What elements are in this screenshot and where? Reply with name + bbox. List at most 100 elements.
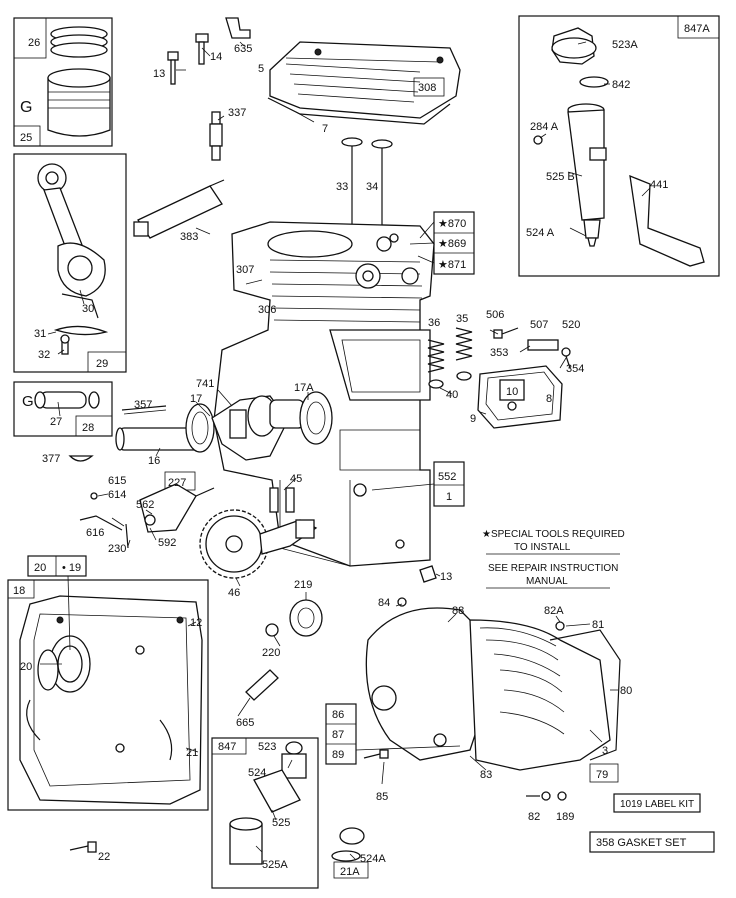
callout-28: 28 <box>82 422 94 434</box>
callout-354: 354 <box>566 363 584 375</box>
piston-rings <box>50 26 108 58</box>
callout-523A: 523A <box>612 39 638 51</box>
callout-25: 25 <box>20 132 32 144</box>
callout-26: 26 <box>28 37 40 49</box>
callout-G2: G <box>22 393 34 410</box>
callout-19: • 19 <box>62 562 81 574</box>
oil-cap-524A <box>331 827 365 862</box>
callout-842: 842 <box>612 79 630 91</box>
callout-8: 8 <box>546 393 552 405</box>
box-18 <box>7 579 35 599</box>
callout-615: 615 <box>108 475 126 487</box>
callout-871: ★871 <box>438 259 466 271</box>
governor-linkage <box>79 483 215 549</box>
callout-507: 507 <box>530 319 548 331</box>
callout-86: 86 <box>332 709 344 721</box>
callout-81: 81 <box>592 619 604 631</box>
callout-230: 230 <box>108 543 126 555</box>
gasket-set: 358 GASKET SET <box>596 837 687 849</box>
governor-gear <box>265 599 323 637</box>
callout-383: 383 <box>180 231 198 243</box>
callout-83: 83 <box>480 769 492 781</box>
tappet <box>269 487 279 513</box>
callout-10: 10 <box>506 386 518 398</box>
callout-88: 88 <box>452 605 464 617</box>
cylinder-head <box>267 41 461 125</box>
callout-82A: 82A <box>544 605 564 617</box>
callout-22: 22 <box>98 851 110 863</box>
special-tools-line2: TO INSTALL <box>514 542 571 553</box>
box-label-kit <box>613 793 701 813</box>
callout-523: 523 <box>258 741 276 753</box>
callout-525B: 525 B <box>546 171 575 183</box>
callout-525: 525 <box>272 817 290 829</box>
callout-40: 40 <box>446 389 458 401</box>
callout-5: 5 <box>258 63 264 75</box>
box-oil-fill-kit <box>211 737 319 889</box>
box-dipstick-kit <box>518 15 720 277</box>
callout-labels: 26 G 25 13 14 635 5 308 7 337 30 31 32 2… <box>13 23 710 878</box>
label-kit: 1019 LABEL KIT <box>620 799 694 810</box>
box-crankcase-cover <box>7 579 209 811</box>
bolt-22 <box>69 845 89 851</box>
callout-308: 308 <box>418 82 436 94</box>
crankcase-cover <box>19 595 203 805</box>
box-28 <box>75 415 113 437</box>
callout-45: 45 <box>290 473 302 485</box>
callout-13b: 13 <box>440 571 452 583</box>
box-21A <box>333 861 369 879</box>
callout-35: 35 <box>456 313 468 325</box>
callout-665: 665 <box>236 717 254 729</box>
callout-377: 377 <box>42 453 60 465</box>
callout-441: 441 <box>650 179 668 191</box>
blower-housing <box>365 597 621 771</box>
key-377 <box>68 455 94 462</box>
callout-869: ★869 <box>438 238 466 250</box>
callout-506: 506 <box>486 309 504 321</box>
leader-lines <box>40 41 651 861</box>
see-repair-line2: MANUAL <box>526 576 568 587</box>
callout-18: 18 <box>13 585 25 597</box>
callout-227: 227 <box>168 477 186 489</box>
bolt-13 <box>419 565 437 583</box>
callout-14: 14 <box>210 51 222 63</box>
callout-G: G <box>20 99 32 116</box>
box-connecting-rod <box>13 153 127 373</box>
box-79 <box>589 763 619 783</box>
callout-524: 524 <box>248 767 266 779</box>
box-20-19 <box>27 555 87 577</box>
callout-84: 84 <box>378 597 390 609</box>
callout-870: ★870 <box>438 218 466 230</box>
lock-plate <box>53 325 109 336</box>
callout-189: 189 <box>556 811 574 823</box>
spark-plug <box>209 111 223 161</box>
crankshaft <box>115 391 333 461</box>
breather-assembly <box>477 365 563 429</box>
piston <box>47 68 111 137</box>
callout-21A: 21A <box>340 866 360 878</box>
callout-20a: 20 <box>34 562 46 574</box>
box-86-89 <box>325 703 357 765</box>
crank-key <box>121 405 167 411</box>
callout-219: 219 <box>294 579 312 591</box>
callout-31: 31 <box>34 328 46 340</box>
callout-79: 79 <box>596 769 608 781</box>
oil-fitting <box>245 669 279 701</box>
callout-357: 357 <box>134 399 152 411</box>
breather-elbow <box>225 17 251 39</box>
callout-29: 29 <box>96 358 108 370</box>
callout-82: 82 <box>528 811 540 823</box>
callout-337: 337 <box>228 107 246 119</box>
callout-20b: 20 <box>20 661 32 673</box>
callout-306: 306 <box>258 304 276 316</box>
callout-614: 614 <box>108 489 126 501</box>
box-25 <box>13 125 41 147</box>
callout-284A: 284 A <box>530 121 559 133</box>
callout-847A: 847A <box>684 23 710 35</box>
callout-307: 307 <box>236 264 254 276</box>
box-gasket-set <box>589 831 715 853</box>
callout-17: 17 <box>190 393 202 405</box>
callout-34: 34 <box>366 181 378 193</box>
